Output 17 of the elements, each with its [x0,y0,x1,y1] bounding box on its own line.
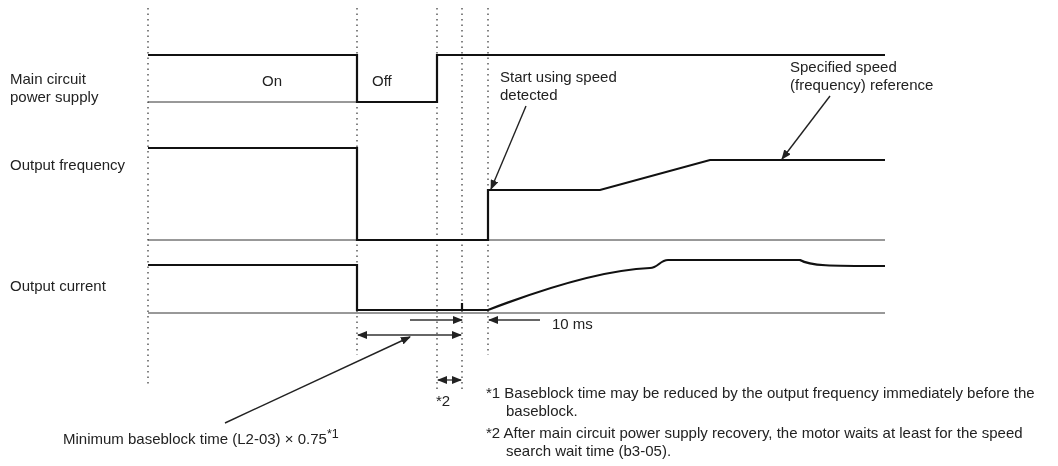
footnote-mark: *2 [436,392,452,410]
leader-line [781,95,831,160]
axis-label: Output frequency [10,156,127,174]
leader-line [490,105,527,190]
footnote-text: *1 Baseblock time may be reduced by the output frequency immediately before the baseblock. [486,384,1036,420]
annotation-text: Specified speed (frequency) reference [790,58,940,94]
output-frequency-waveform [148,146,885,242]
dimension-line [357,331,462,339]
annotation-text: Minimum baseblock time (L2-03) × 0.75$^{*1}$ [63,425,423,448]
leader-line [224,336,411,424]
state-label: Off [372,72,393,90]
annotation-text: Start using speed detected [500,68,620,104]
dimension-label: 10 ms [552,315,594,333]
state-label: On [262,72,283,90]
footnote-text: *2 After main circuit power supply recovery, the motor waits at least for the speed search wait time (b3-05). [486,424,1024,460]
axis-label: Output current [10,277,107,295]
axis-label: Main circuit power supply [10,70,100,106]
